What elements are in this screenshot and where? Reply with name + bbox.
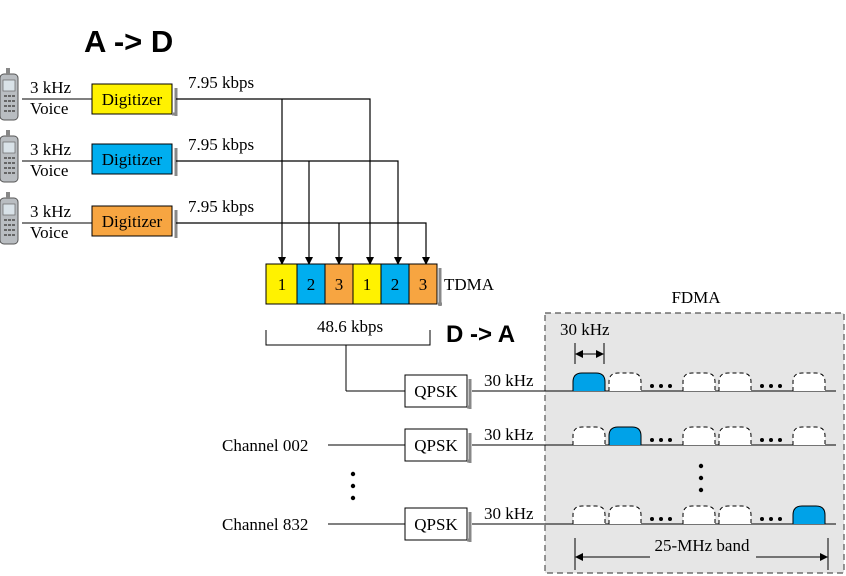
ellipsis-dot: [668, 517, 672, 521]
tdma-frame: 1 2 3 1 2 3: [265, 263, 442, 306]
ellipsis-dot: [650, 517, 654, 521]
fdma-empty-slot: [718, 426, 752, 445]
fdma-active-slot: [572, 372, 606, 391]
channel-name: Channel 002: [222, 436, 308, 455]
source-type: Voice: [30, 223, 68, 242]
channel-bandwidth: 30 kHz: [484, 504, 534, 523]
tdma-slot-label: 3: [335, 275, 344, 294]
ellipsis-dot: [668, 384, 672, 388]
tdma-slot-label: 1: [363, 275, 372, 294]
tdma-slot-label: 2: [391, 275, 400, 294]
phone-icon: [0, 191, 19, 245]
tdma-slot-label: 2: [307, 275, 316, 294]
channel-bandwidth: 30 kHz: [484, 371, 534, 390]
tdma-slot-label: 1: [278, 275, 287, 294]
source-rate: 7.95 kbps: [188, 73, 254, 92]
tdma-slot: [296, 263, 326, 305]
channel-name: Channel 832: [222, 515, 308, 534]
fdma-empty-slot: [608, 372, 642, 391]
ellipsis-dot: [659, 517, 663, 521]
source-freq: 3 kHz: [30, 202, 72, 221]
fdma-empty-slot: [792, 372, 826, 391]
fdma-slots-row: [572, 505, 826, 524]
tdma-slot: [352, 263, 382, 305]
source-freq: 3 kHz: [30, 140, 72, 159]
tdma-slot: [408, 263, 438, 305]
digitizer-box: [91, 83, 173, 115]
ellipsis-dot: [769, 438, 773, 442]
fdma-slots-row: [572, 426, 826, 445]
phone-icon: [0, 129, 19, 183]
source-type: Voice: [30, 99, 68, 118]
ellipsis-dot: [659, 438, 663, 442]
channel-bandwidth: 30 kHz: [484, 425, 534, 444]
ellipsis-dot: [650, 438, 654, 442]
ellipsis-dot: [760, 384, 764, 388]
source-type: Voice: [30, 161, 68, 180]
qpsk-box: [404, 374, 468, 408]
tdma-slot: [380, 263, 410, 305]
ellipsis-dot: [659, 384, 663, 388]
qpsk-box: [404, 428, 468, 462]
fdma-empty-slot: [572, 426, 606, 445]
fdma-empty-slot: [682, 426, 716, 445]
ellipsis-dot: [760, 438, 764, 442]
ellipsis-dot: [650, 384, 654, 388]
qpsk-label: QPSK: [414, 515, 458, 534]
fdma-empty-slot: [718, 372, 752, 391]
fdma-active-slot: [608, 426, 642, 445]
fdma-empty-slot: [792, 426, 826, 445]
rate-bracket: [265, 330, 431, 346]
fdma-band-label: 25-MHz band: [655, 536, 750, 555]
fdma-empty-slot: [682, 372, 716, 391]
tdma-rate: 48.6 kbps: [317, 317, 383, 336]
fdma-empty-slot: [682, 505, 716, 524]
fdma-active-slot: [792, 505, 826, 524]
ellipsis-dot: [778, 517, 782, 521]
ellipsis-dot: [778, 384, 782, 388]
tdma-slot-label: 3: [419, 275, 428, 294]
ellipsis-dot: [769, 384, 773, 388]
fdma-channel-width: 30 kHz: [560, 320, 610, 339]
qpsk-box: [404, 507, 468, 541]
fdma-empty-slot: [718, 505, 752, 524]
source-freq: 3 kHz: [30, 78, 72, 97]
qpsk-label: QPSK: [414, 382, 458, 401]
qpsk-label: QPSK: [414, 436, 458, 455]
tdma-slot: [265, 263, 298, 305]
digitizer-label: Digitizer: [102, 150, 163, 169]
fdma-slots-row: [572, 372, 826, 391]
phone-icon: [0, 67, 19, 121]
ellipsis-dot: [760, 517, 764, 521]
fdma-empty-slot: [572, 505, 606, 524]
digitizer-label: Digitizer: [102, 90, 163, 109]
tdma-label: TDMA: [444, 275, 495, 294]
ellipsis-vertical: [350, 463, 704, 501]
heading-a-to-d: A -> D: [84, 24, 173, 59]
tdma-slot: [324, 263, 354, 305]
digitizer-box: [91, 205, 173, 237]
heading-d-to-a: D -> A: [446, 321, 515, 348]
ellipsis-dot: [769, 517, 773, 521]
digitizer-box: [91, 143, 173, 175]
source-rate: 7.95 kbps: [188, 135, 254, 154]
fdma-label: FDMA: [671, 288, 721, 307]
fdma-empty-slot: [608, 505, 642, 524]
ellipsis-dot: [668, 438, 672, 442]
digitizer-label: Digitizer: [102, 212, 163, 231]
source-rate: 7.95 kbps: [188, 197, 254, 216]
routing-lines: [176, 98, 430, 265]
ellipsis-dot: [778, 438, 782, 442]
